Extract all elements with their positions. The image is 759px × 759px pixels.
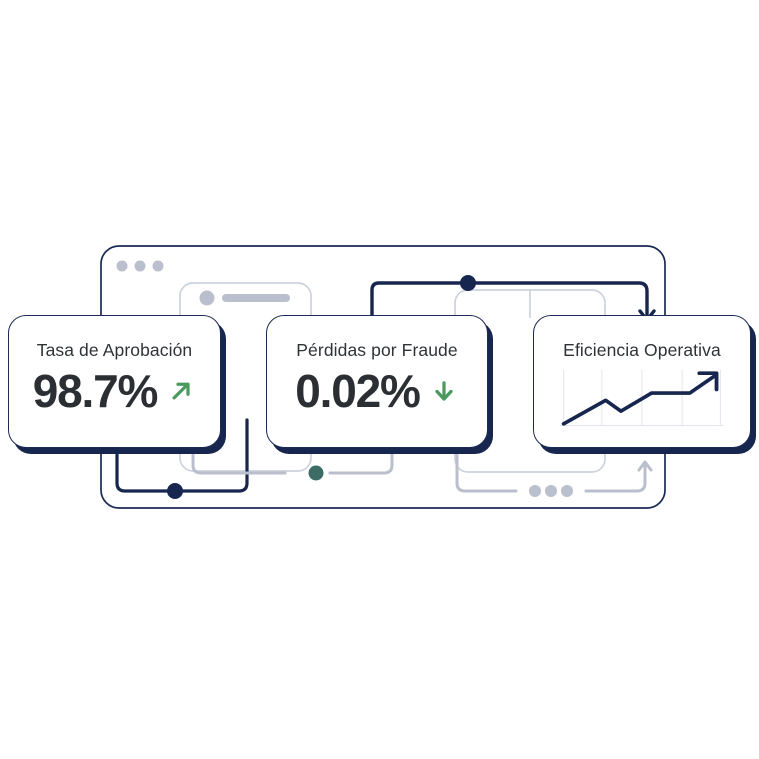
connector-node-dot-top <box>460 275 476 291</box>
bottom-right-dot-2 <box>545 485 557 497</box>
bottom-right-dot-3 <box>561 485 573 497</box>
card-value-perdidas-por-fraude: 0.02% <box>295 365 421 417</box>
metric-card-perdidas-por-fraude[interactable]: Pérdidas por Fraude 0.02% <box>266 315 488 448</box>
arrow-down-icon <box>435 381 453 401</box>
window-dot-1 <box>116 260 128 272</box>
bottom-right-dot-1 <box>529 485 541 497</box>
metric-card-eficiencia-operativa[interactable]: Eficiencia Operativa <box>533 315 751 448</box>
card-title-eficiencia-operativa: Eficiencia Operativa <box>563 340 721 360</box>
chart-line-up-icon <box>556 366 728 431</box>
arrow-up-right-icon <box>172 382 190 400</box>
connector-bottom-right-arrowhead <box>637 460 653 472</box>
circle-avatar-icon <box>199 290 215 306</box>
connector-bottom-middle-gray-right <box>328 453 394 475</box>
metric-card-tasa-de-aprobacion[interactable]: Tasa de Aprobación 98.7% <box>8 315 221 448</box>
chart-series-line <box>561 374 717 426</box>
card-value-tasa-de-aprobacion: 98.7% <box>32 365 159 417</box>
efficiency-line-chart <box>559 369 725 427</box>
card-title-tasa-de-aprobacion: Tasa de Aprobación <box>36 340 193 360</box>
text-bar-placeholder <box>222 294 290 302</box>
window-dot-2 <box>134 260 146 272</box>
connector-bottom-middle-gray <box>191 453 287 475</box>
window-dot-3 <box>152 260 164 272</box>
card-title-perdidas-por-fraude: Pérdidas por Fraude <box>296 340 458 360</box>
card-value-row-1: 98.7% <box>9 368 220 414</box>
chart-arrowhead <box>697 371 719 392</box>
connector-node-dot-teal <box>308 465 324 481</box>
connector-bottom-right-gray-tail <box>584 462 647 493</box>
connector-node-dot-bottom-left <box>167 483 183 499</box>
card-value-row-2: 0.02% <box>267 368 487 414</box>
connector-bottom-right-gray <box>455 453 518 493</box>
connector-top-navy <box>370 281 649 344</box>
